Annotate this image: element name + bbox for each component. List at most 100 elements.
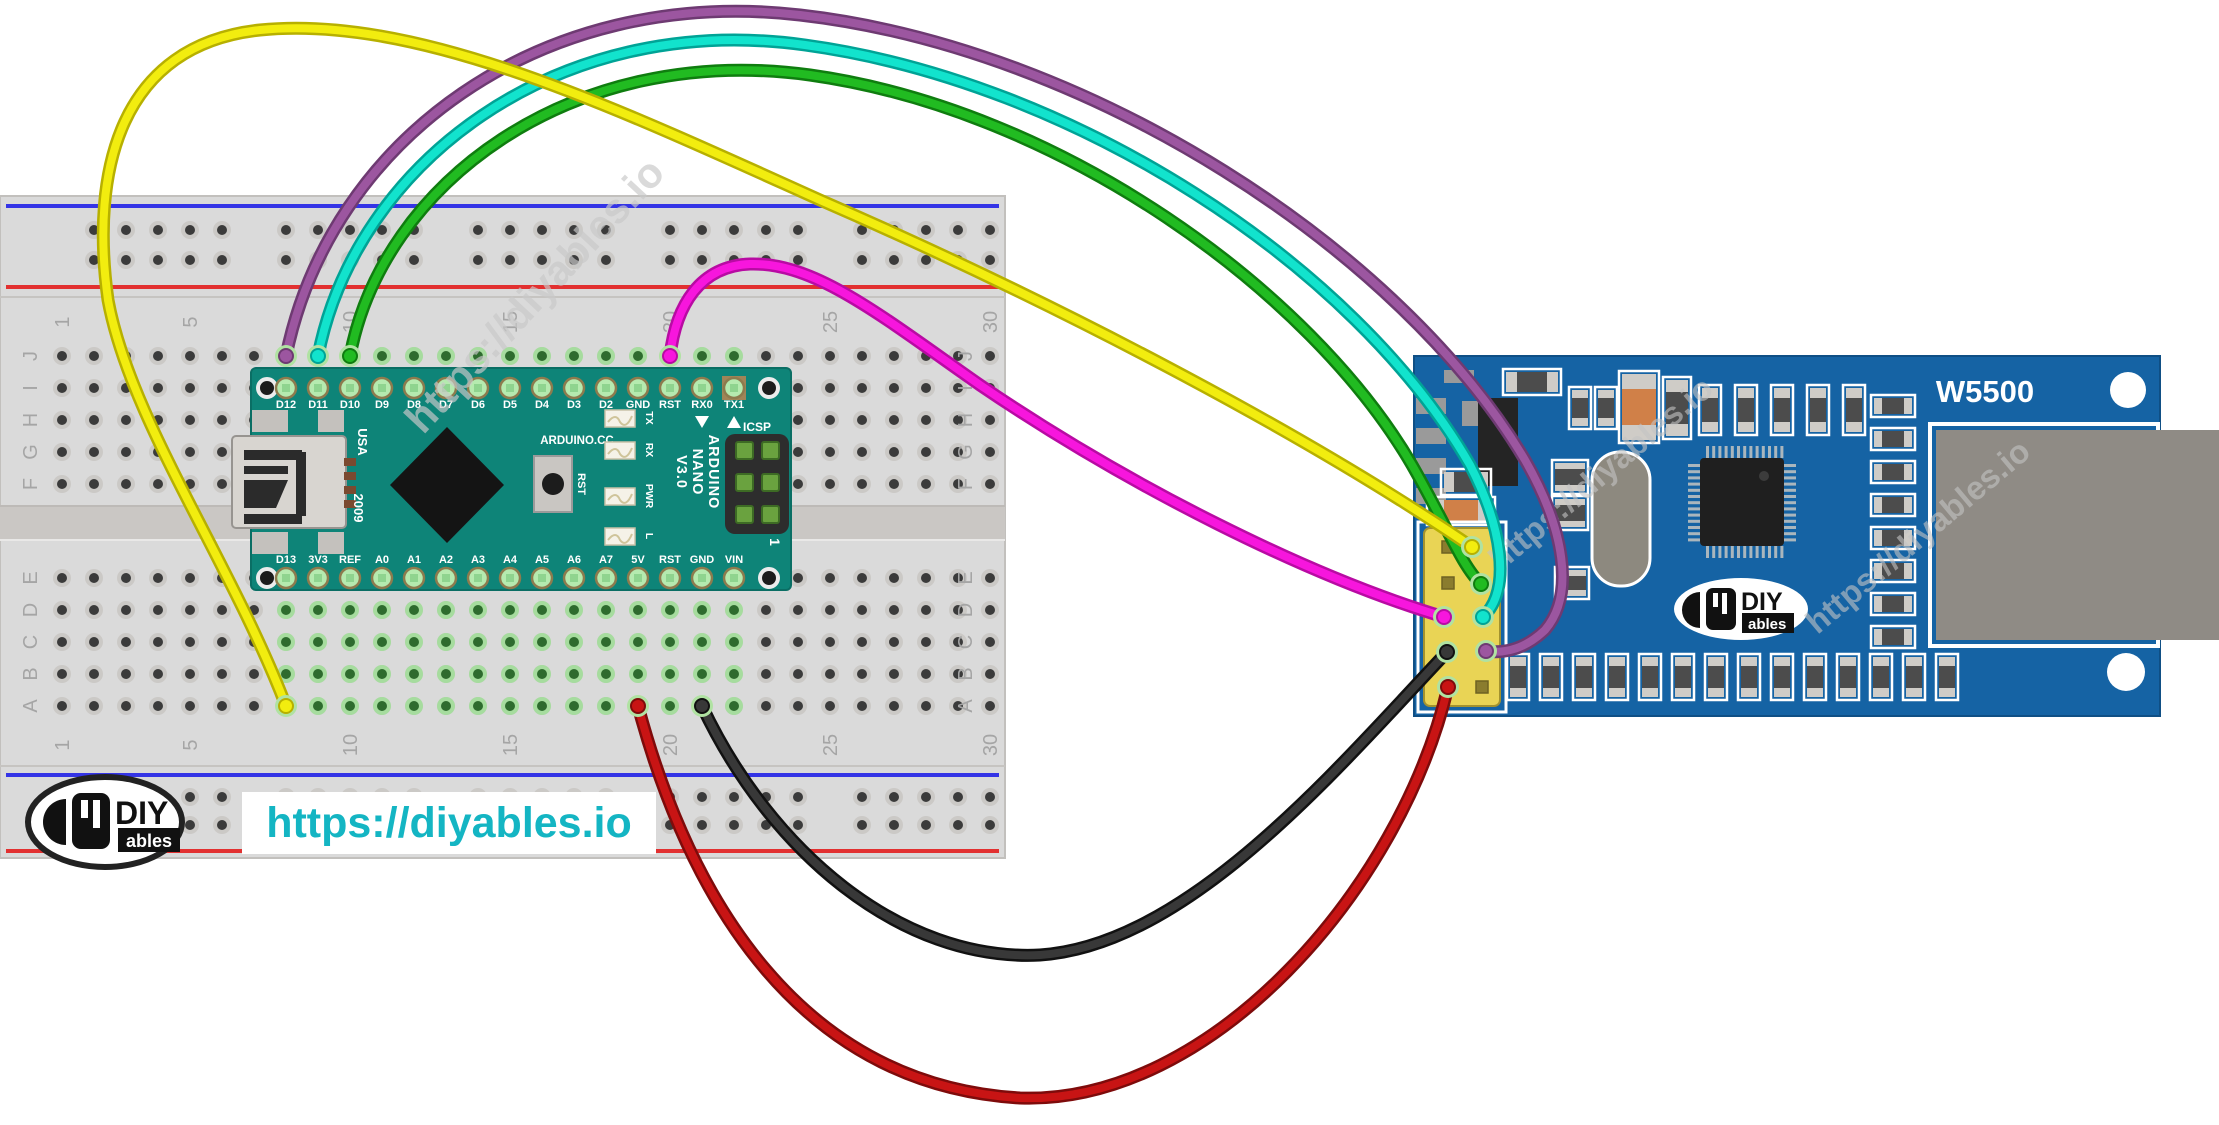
row-letter: G bbox=[20, 444, 42, 460]
nano-pin-label: REF bbox=[339, 554, 361, 566]
row-letter: A bbox=[20, 699, 42, 713]
column-number: 5 bbox=[180, 739, 202, 750]
nano-pin-label: D4 bbox=[535, 399, 550, 411]
module-components bbox=[1416, 367, 1960, 702]
footer-brand: DIY ables https://diyables.io bbox=[25, 774, 656, 870]
column-number: 25 bbox=[820, 311, 842, 333]
nano-pin-label: D9 bbox=[375, 399, 389, 411]
module-logo-sub: ables bbox=[1748, 616, 1786, 633]
icsp-pin bbox=[735, 473, 754, 492]
nano-pin-label: A0 bbox=[375, 554, 389, 566]
row-letter: B bbox=[955, 667, 977, 680]
column-number: 15 bbox=[500, 734, 522, 756]
svg-text:V3.0: V3.0 bbox=[673, 455, 689, 489]
row-letter: E bbox=[955, 571, 977, 584]
tx1-arrow-icon bbox=[727, 416, 741, 428]
nano-brand-text: ARDUINO.CC bbox=[540, 435, 613, 447]
nano-pin-label: TX1 bbox=[724, 399, 744, 411]
footer-logo-main: DIY bbox=[115, 795, 168, 831]
icsp-pin bbox=[735, 505, 754, 524]
row-letter: F bbox=[20, 478, 42, 490]
nano-pin-label: 3V3 bbox=[308, 554, 328, 566]
row-letter: F bbox=[955, 478, 977, 490]
url-banner bbox=[242, 792, 656, 854]
column-number: 25 bbox=[820, 734, 842, 756]
nano-pin-label: D12 bbox=[276, 399, 296, 411]
column-number: 15 bbox=[500, 311, 522, 333]
magenta-wire bbox=[659, 257, 1455, 628]
w5500-module: W5500 DIY ables bbox=[1413, 355, 2219, 717]
footer-logo-sub: ables bbox=[126, 831, 172, 851]
row-letter: D bbox=[955, 603, 977, 617]
nano-pin-label: GND bbox=[626, 399, 651, 411]
row-letter: C bbox=[955, 635, 977, 649]
row-letter: I bbox=[955, 385, 977, 391]
nano-pin-label: D11 bbox=[308, 399, 328, 411]
header-pin bbox=[1475, 680, 1489, 694]
nano-mcu-chip bbox=[390, 427, 504, 543]
nano-mount-hole bbox=[256, 377, 278, 399]
nano-pin-label: RX0 bbox=[691, 399, 712, 411]
nano-pin-label: D10 bbox=[340, 399, 360, 411]
icsp-pin bbox=[761, 505, 780, 524]
nano-led-label: L bbox=[643, 533, 655, 540]
column-number: 1 bbox=[52, 739, 74, 750]
row-letter: E bbox=[20, 571, 42, 584]
nano-icsp-header bbox=[725, 434, 789, 534]
column-number: 30 bbox=[980, 734, 1002, 756]
cyan-wire bbox=[307, 33, 1507, 628]
module-mount-hole bbox=[2110, 372, 2146, 408]
nano-pin-label: A1 bbox=[407, 554, 421, 566]
jumper-wires bbox=[96, 4, 1569, 1105]
logo-glyph-icon bbox=[43, 799, 66, 845]
rj45-ethernet-jack bbox=[1928, 422, 2219, 648]
column-number: 10 bbox=[340, 734, 362, 756]
footer-url: https://diyables.io bbox=[266, 799, 632, 847]
yellow-wire bbox=[96, 21, 1483, 717]
nano-pin-label: VIN bbox=[725, 554, 743, 566]
module-mount-hole bbox=[2107, 653, 2145, 691]
nano-pin-label: A6 bbox=[567, 554, 581, 566]
row-letter: G bbox=[955, 444, 977, 460]
icsp-pin bbox=[735, 441, 754, 460]
row-letter: I bbox=[20, 385, 42, 391]
mini-usb-connector bbox=[231, 435, 356, 529]
black-wire bbox=[691, 641, 1458, 962]
module-logo-main: DIY bbox=[1741, 588, 1783, 616]
nano-model-text: ARDUINO NANO V3.0 bbox=[673, 435, 721, 510]
nano-pin-label: D7 bbox=[439, 399, 453, 411]
icsp-pin bbox=[761, 473, 780, 492]
nano-mount-hole bbox=[256, 567, 278, 589]
row-letter: A bbox=[955, 699, 977, 713]
nano-reset-button bbox=[533, 455, 573, 513]
nano-mount-hole bbox=[758, 377, 780, 399]
nano-pin-label: 5V bbox=[631, 554, 645, 566]
nano-usb-text: USA bbox=[355, 428, 370, 456]
nano-pin-label: A5 bbox=[535, 554, 549, 566]
row-letter: B bbox=[20, 667, 42, 680]
logo-glyph-icon bbox=[1681, 592, 1700, 628]
rx0-arrow-icon bbox=[695, 416, 709, 428]
svg-text:NANO: NANO bbox=[689, 449, 705, 496]
nano-pin-label: A2 bbox=[439, 554, 453, 566]
nano-pin-label: A4 bbox=[503, 554, 518, 566]
red-wire bbox=[627, 676, 1459, 1105]
nano-icsp-label: ICSP bbox=[743, 420, 771, 434]
w5500-title: W5500 bbox=[1936, 374, 2034, 409]
header-pin bbox=[1441, 576, 1455, 590]
module-logo: DIY ables bbox=[1674, 578, 1808, 640]
nano-pin-label: RST bbox=[659, 554, 681, 566]
crystal-oscillator bbox=[1590, 450, 1652, 588]
icsp-pin bbox=[761, 441, 780, 460]
nano-pin-label: D8 bbox=[407, 399, 421, 411]
nano-pin-label: A7 bbox=[599, 554, 613, 566]
column-number: 1 bbox=[52, 316, 74, 327]
column-number: 30 bbox=[980, 311, 1002, 333]
nano-pin-label: D5 bbox=[503, 399, 517, 411]
